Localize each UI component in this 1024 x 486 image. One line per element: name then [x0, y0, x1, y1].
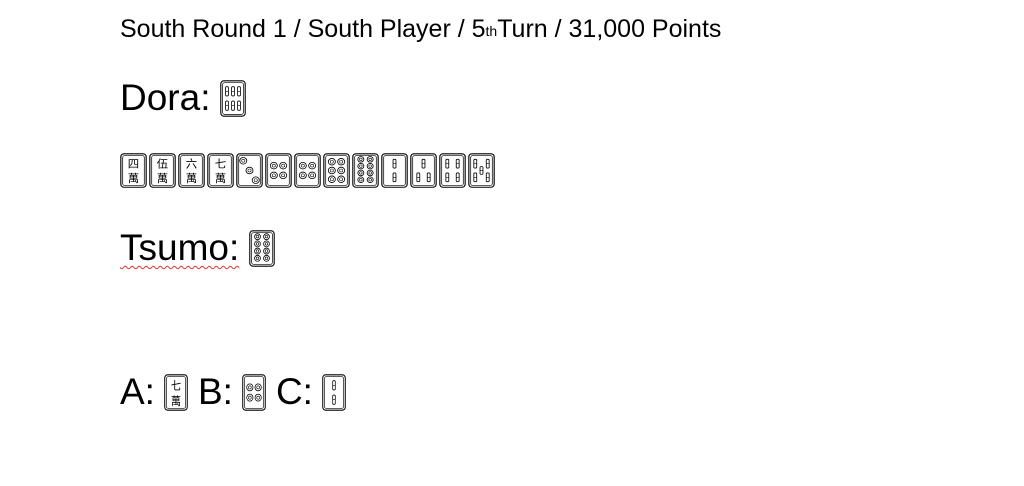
svg-text:萬: 萬 — [215, 173, 226, 186]
svg-text:七: 七 — [171, 378, 181, 392]
discard-choices: A: 七萬 B: C: — [120, 370, 356, 414]
choice-b-tile-icon — [242, 373, 266, 411]
svg-text:萬: 萬 — [171, 394, 181, 408]
hand-tile-icon — [323, 153, 350, 188]
hand-tile-icon: 伍萬 — [149, 153, 176, 188]
choice-a-label: A: — [120, 371, 155, 412]
hand-tile-icon — [294, 153, 321, 188]
choice-b-label: B: — [197, 371, 233, 412]
dora-tile-icon — [220, 79, 247, 117]
tsumo-tile-icon — [249, 229, 276, 267]
dora-indicator: Dora: — [120, 76, 247, 120]
choice-c-tile-icon — [322, 373, 346, 411]
player-hand: 四萬伍萬六萬七萬 — [120, 153, 497, 188]
hand-tile-icon — [439, 153, 466, 188]
hand-tile-icon — [410, 153, 437, 188]
hand-tile-icon: 七萬 — [207, 153, 234, 188]
svg-text:萬: 萬 — [128, 173, 139, 186]
choice-a-tile-icon: 七萬 — [164, 373, 188, 411]
hand-tile-icon — [352, 153, 379, 188]
hand-tile-icon: 四萬 — [120, 153, 147, 188]
turn-points-text: Turn / 31,000 Points — [497, 15, 722, 43]
svg-text:四: 四 — [128, 158, 139, 171]
hand-tile-icon: 六萬 — [178, 153, 205, 188]
svg-text:伍: 伍 — [157, 158, 168, 171]
dora-label: Dora: — [120, 77, 211, 118]
tsumo-label: Tsumo: — [120, 227, 240, 268]
ordinal-suffix: th — [485, 23, 498, 39]
choice-c-label: C: — [275, 371, 313, 412]
hand-tile-icon — [468, 153, 495, 188]
tsumo-draw: Tsumo: — [120, 226, 276, 270]
svg-text:萬: 萬 — [157, 173, 168, 186]
svg-text:萬: 萬 — [186, 173, 197, 186]
round-info-text: South Round 1 / South Player / 5 — [120, 15, 486, 43]
hand-tile-icon — [381, 153, 408, 188]
hand-tile-icon — [265, 153, 292, 188]
svg-text:六: 六 — [186, 158, 197, 171]
svg-text:七: 七 — [215, 158, 226, 171]
hand-tile-icon — [236, 153, 263, 188]
